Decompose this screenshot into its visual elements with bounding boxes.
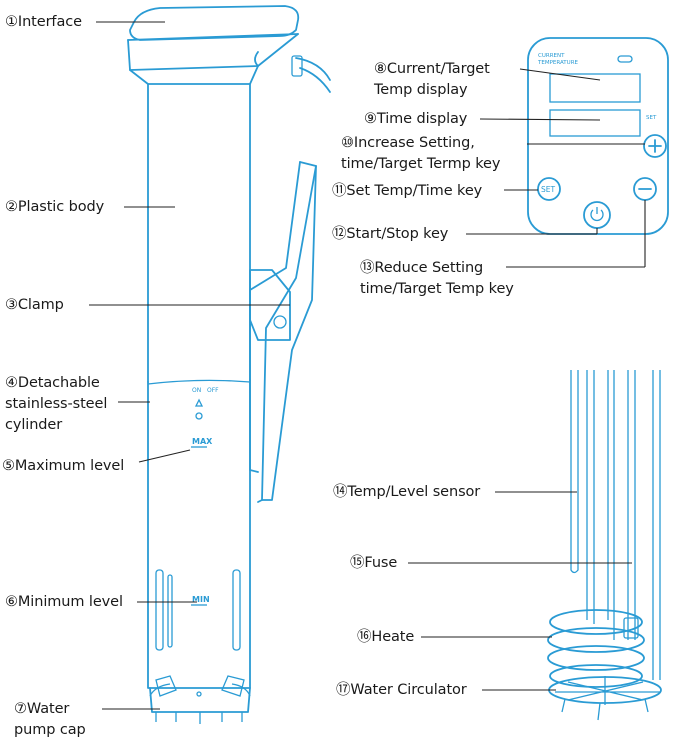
sous-vide-device: [127, 5, 331, 724]
temperature-text: TEMPERATURE: [537, 60, 579, 66]
heater-assembly: [547, 370, 662, 721]
label-heater: ⑯Heate: [357, 629, 415, 645]
temp-display-screen: [549, 73, 641, 103]
label-set-key: ⑪Set Temp/Time key: [332, 183, 483, 199]
unlock-circle-icon: [195, 412, 203, 420]
indicator-light: [617, 55, 633, 63]
label-cylinder-3: cylinder: [5, 417, 63, 433]
label-circulator: ⑰Water Circulator: [336, 682, 467, 698]
label-temp-sensor: ⑭Temp/Level sensor: [333, 484, 481, 500]
label-increase-2: time/Target Termp key: [341, 156, 501, 172]
interface-cap: [129, 5, 300, 41]
set-button-icon: [537, 177, 561, 201]
label-start-stop: ⑫Start/Stop key: [332, 226, 449, 242]
label-time-display: ⑨Time display: [364, 111, 468, 127]
set-small-text: SET: [646, 115, 657, 121]
label-pump-cap-2: pump cap: [14, 722, 86, 738]
label-cylinder-2: stainless-steel: [5, 396, 108, 412]
set-button-text: SET: [541, 185, 555, 194]
label-increase-1: ⑩Increase Setting,: [341, 135, 475, 151]
lock-arrow-icon: [194, 398, 204, 407]
label-pump-cap-1: ⑦Water: [14, 701, 70, 717]
power-button-icon: [583, 201, 611, 229]
label-interface: ①Interface: [5, 14, 82, 30]
plus-button-icon: [643, 134, 667, 158]
min-mark: MIN: [192, 595, 210, 604]
label-clamp: ③Clamp: [5, 297, 64, 313]
time-display-screen: [549, 109, 641, 137]
label-reduce-1: ⑬Reduce Setting: [360, 260, 484, 276]
clamp: [249, 161, 317, 503]
label-temp-display-1: ⑧Current/Target: [374, 61, 490, 77]
current-text: CURRENT: [538, 53, 565, 59]
heater-coil: [549, 609, 643, 635]
fuse-clip: [623, 617, 639, 639]
label-reduce-2: time/Target Temp key: [360, 281, 514, 297]
leader-lines: [89, 21, 646, 710]
label-temp-display-2: Temp display: [374, 82, 468, 98]
max-mark: MAX: [192, 437, 213, 446]
label-fuse: ⑮Fuse: [350, 555, 398, 571]
label-minimum-level: ⑥Minimum level: [5, 594, 123, 610]
label-plastic-body: ②Plastic body: [5, 199, 105, 215]
on-text: ON: [192, 387, 201, 394]
label-maximum-level: ⑤Maximum level: [2, 458, 125, 474]
control-panel: CURRENT TEMPERATURE SET SET: [527, 37, 669, 235]
label-cylinder-1: ④Detachable: [5, 375, 100, 391]
steel-cylinder: [147, 379, 251, 689]
power-cable: [295, 57, 331, 93]
off-text: OFF: [207, 387, 219, 394]
plastic-body-outline: [127, 33, 299, 71]
